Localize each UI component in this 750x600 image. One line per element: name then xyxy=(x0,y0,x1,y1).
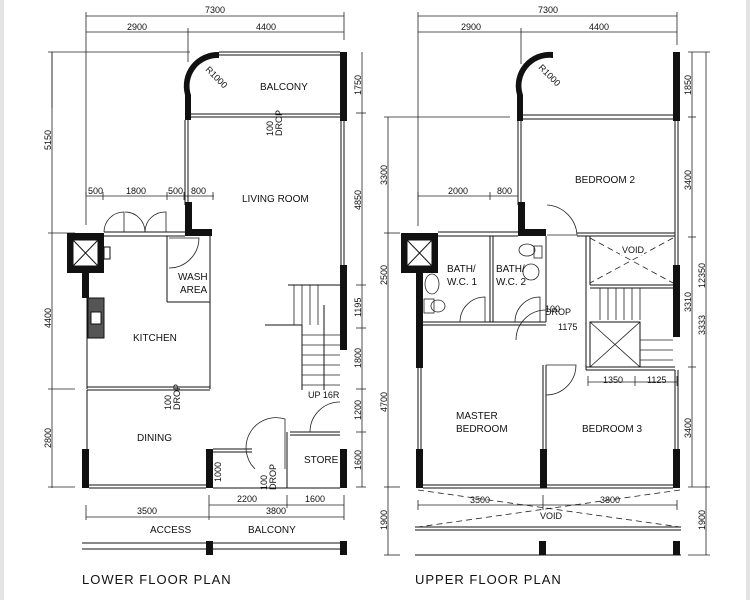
upper-void-staircase: VOID 1350 1125 xyxy=(585,236,680,386)
lower-dim-1800: 1800 xyxy=(126,186,146,196)
lower-floor-plan: 7300 2900 4400 5150 4400 2800 1750 xyxy=(43,5,366,587)
lower-room-wash-1: WASH xyxy=(178,272,208,283)
upper-right-dimensions: 1850 3400 3310 3400 12350 3333 1900 xyxy=(683,51,710,556)
lower-dim-total-width: 7300 xyxy=(205,5,225,15)
upper-drop-label: DROP xyxy=(545,307,571,317)
upper-drop-value: 100 xyxy=(545,304,560,314)
lower-drop-value-3: 100 xyxy=(259,475,269,490)
upper-dim-1350: 1350 xyxy=(603,375,623,385)
upper-dim-1125: 1125 xyxy=(647,375,666,385)
upper-dim-left-void: 1900 xyxy=(379,510,389,530)
lower-floor-title: LOWER FLOOR PLAN xyxy=(82,572,232,587)
left-page-edge xyxy=(0,0,4,600)
upper-void-top-label: VOID xyxy=(622,245,645,255)
lower-room-wash-2: AREA xyxy=(180,285,208,296)
lower-label-balcony: BALCONY xyxy=(248,525,296,536)
lower-drop-label-3: DROP xyxy=(268,464,278,490)
upper-dim-left-top: 3300 xyxy=(379,165,389,185)
upper-dim-stair: 3310 xyxy=(683,292,693,312)
lower-dim-500a: 500 xyxy=(88,186,103,196)
upper-dim-bed2-depth: 3400 xyxy=(683,170,693,190)
lower-dim-3500: 3500 xyxy=(137,506,157,516)
lower-stairs-label: UP 16R xyxy=(308,390,340,400)
upper-floor-plan: 7300 2900 4400 3300 2500 4700 1900 1850 xyxy=(379,5,710,587)
lower-bottom-dimensions: 2200 1600 3500 3800 ACCESS BALCONY LOWER… xyxy=(82,494,347,587)
upper-bath2-label-a: BATH/ xyxy=(496,264,525,275)
upper-dim-inner: 3333 xyxy=(697,315,707,335)
upper-top-dimensions: 7300 2900 4400 xyxy=(417,5,678,200)
lower-dim-store-upper: 1200 xyxy=(353,400,363,420)
lower-room-balcony: BALCONY xyxy=(260,82,308,93)
upper-room-master-2: BEDROOM xyxy=(456,424,508,435)
upper-dim-total-depth: 12350 xyxy=(697,263,707,288)
upper-dim-left-bottom: 4700 xyxy=(379,392,389,412)
lower-drop-value-1: 100 xyxy=(265,121,275,136)
upper-dim-3800: 3800 xyxy=(600,495,620,505)
upper-dim-total-width: 7300 xyxy=(538,5,558,15)
lower-dim-2200: 2200 xyxy=(237,494,257,504)
lower-dim-3800: 3800 xyxy=(266,506,286,516)
upper-master-bed3: MASTER BEDROOM BEDROOM 3 xyxy=(416,368,680,489)
lower-room-living: LIVING ROOM xyxy=(242,194,309,205)
upper-room-bedroom-3: BEDROOM 3 xyxy=(582,424,642,435)
upper-bath2-label-b: W.C. 2 xyxy=(496,277,526,288)
upper-opening-dimensions: 2000 800 xyxy=(417,186,518,226)
lower-label-access: ACCESS xyxy=(150,525,191,536)
lower-opening-dimensions: 500 1800 500 800 xyxy=(85,186,214,225)
lower-top-dimensions: 7300 2900 4400 xyxy=(85,5,345,195)
lower-dim-1600: 1600 xyxy=(305,494,325,504)
lower-drop-value-2: 100 xyxy=(163,395,173,410)
lower-dim-left-middle: 4400 xyxy=(43,308,53,328)
upper-radius-label: R1000 xyxy=(537,62,563,88)
upper-left-dimensions: 3300 2500 4700 1900 xyxy=(379,116,510,556)
lower-dim-left-width: 2900 xyxy=(127,22,147,32)
lower-room-dining: DINING xyxy=(137,433,172,444)
lower-right-dimensions: 1750 4850 1195 1800 1200 1600 xyxy=(353,52,366,488)
lower-room-store: STORE xyxy=(304,455,339,466)
lower-kitchen: WASH AREA KITCHEN 100 DROP xyxy=(67,202,212,410)
upper-bathrooms: BATH/ W.C. 1 BATH/ W.C. 2 100 DROP 1175 xyxy=(401,202,577,368)
right-page-edge xyxy=(746,0,750,600)
lower-dim-1000: 1000 xyxy=(213,462,223,482)
upper-dim-corridor: 1175 xyxy=(558,322,577,332)
lower-left-dimensions: 5150 4400 2800 xyxy=(43,51,190,488)
upper-room-master-1: MASTER xyxy=(456,411,498,422)
lower-dim-balcony-depth: 1750 xyxy=(353,75,363,95)
upper-bottom-void: 3500 3800 VOID UPPER FLOOR PLAN xyxy=(415,489,681,587)
lower-dim-right-width: 4400 xyxy=(256,22,276,32)
lower-dim-800: 800 xyxy=(191,186,206,196)
lower-dim-living-depth: 4850 xyxy=(353,190,363,210)
lower-dim-500b: 500 xyxy=(168,186,183,196)
upper-dim-right-width: 4400 xyxy=(589,22,609,32)
lower-dining-store: DINING STORE 1000 100 DROP xyxy=(82,390,347,490)
lower-living-room: LIVING ROOM xyxy=(184,120,347,350)
upper-dim-bed3-depth: 3400 xyxy=(683,418,693,438)
upper-dim-right-void: 1900 xyxy=(697,510,707,530)
upper-dim-800: 800 xyxy=(497,186,512,196)
upper-dim-left-width: 2900 xyxy=(461,22,481,32)
upper-bath1-label-a: BATH/ xyxy=(447,264,476,275)
lower-dim-stair2: 1800 xyxy=(353,348,363,368)
lower-balcony: R1000 BALCONY 100 DROP xyxy=(183,51,347,136)
lower-drop-label-2: DROP xyxy=(172,384,182,410)
lower-dim-left-bottom: 2800 xyxy=(43,428,53,448)
upper-dim-left-middle: 2500 xyxy=(379,265,389,285)
upper-dim-2000: 2000 xyxy=(448,186,468,196)
upper-floor-title: UPPER FLOOR PLAN xyxy=(415,572,562,587)
upper-dim-balcony-depth: 1850 xyxy=(683,75,693,95)
upper-room-bedroom-2: BEDROOM 2 xyxy=(575,175,635,186)
lower-dim-stair1: 1195 xyxy=(353,298,363,317)
lower-staircase: UP 16R xyxy=(265,284,340,400)
upper-void-bottom-label: VOID xyxy=(540,511,563,521)
upper-dim-3500: 3500 xyxy=(470,495,490,505)
lower-radius-label: R1000 xyxy=(204,64,230,90)
lower-room-kitchen: KITCHEN xyxy=(133,333,177,344)
lower-dim-store: 1600 xyxy=(353,450,363,470)
lower-dim-left-top: 5150 xyxy=(43,130,53,150)
lower-drop-label-1: DROP xyxy=(274,110,284,136)
upper-bath1-label-b: W.C. 1 xyxy=(447,277,477,288)
